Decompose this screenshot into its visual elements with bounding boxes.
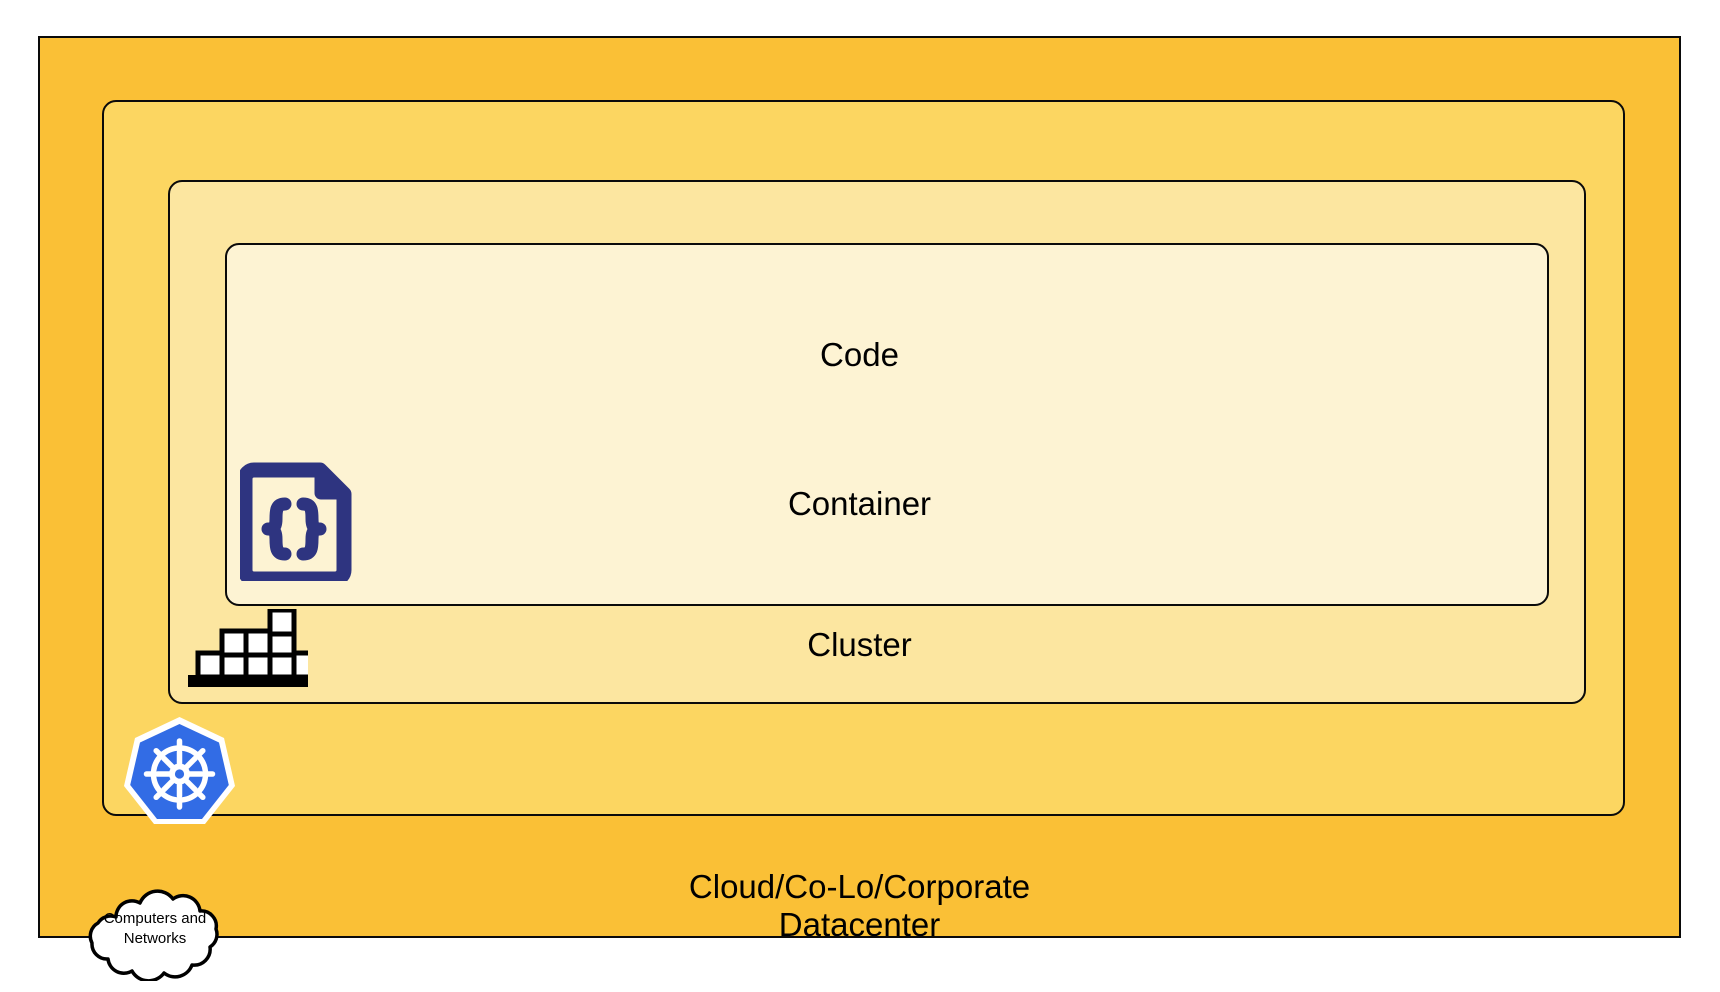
json-file-icon [237,459,356,587]
label-code: Code [820,336,899,373]
label-cluster: Cluster [807,626,912,663]
layer-code[interactable] [225,243,1549,606]
blocks-stack-icon [188,607,321,687]
label-datacenter: Cloud/Co-Lo/Corporate Datacenter [688,868,1031,943]
kubernetes-icon [123,716,236,832]
layer-cluster[interactable] [102,100,1625,816]
layer-datacenter[interactable]: Computers and Networks Code Container Cl… [38,36,1681,983]
layer-container[interactable] [168,180,1586,704]
label-container: Container [787,485,932,522]
